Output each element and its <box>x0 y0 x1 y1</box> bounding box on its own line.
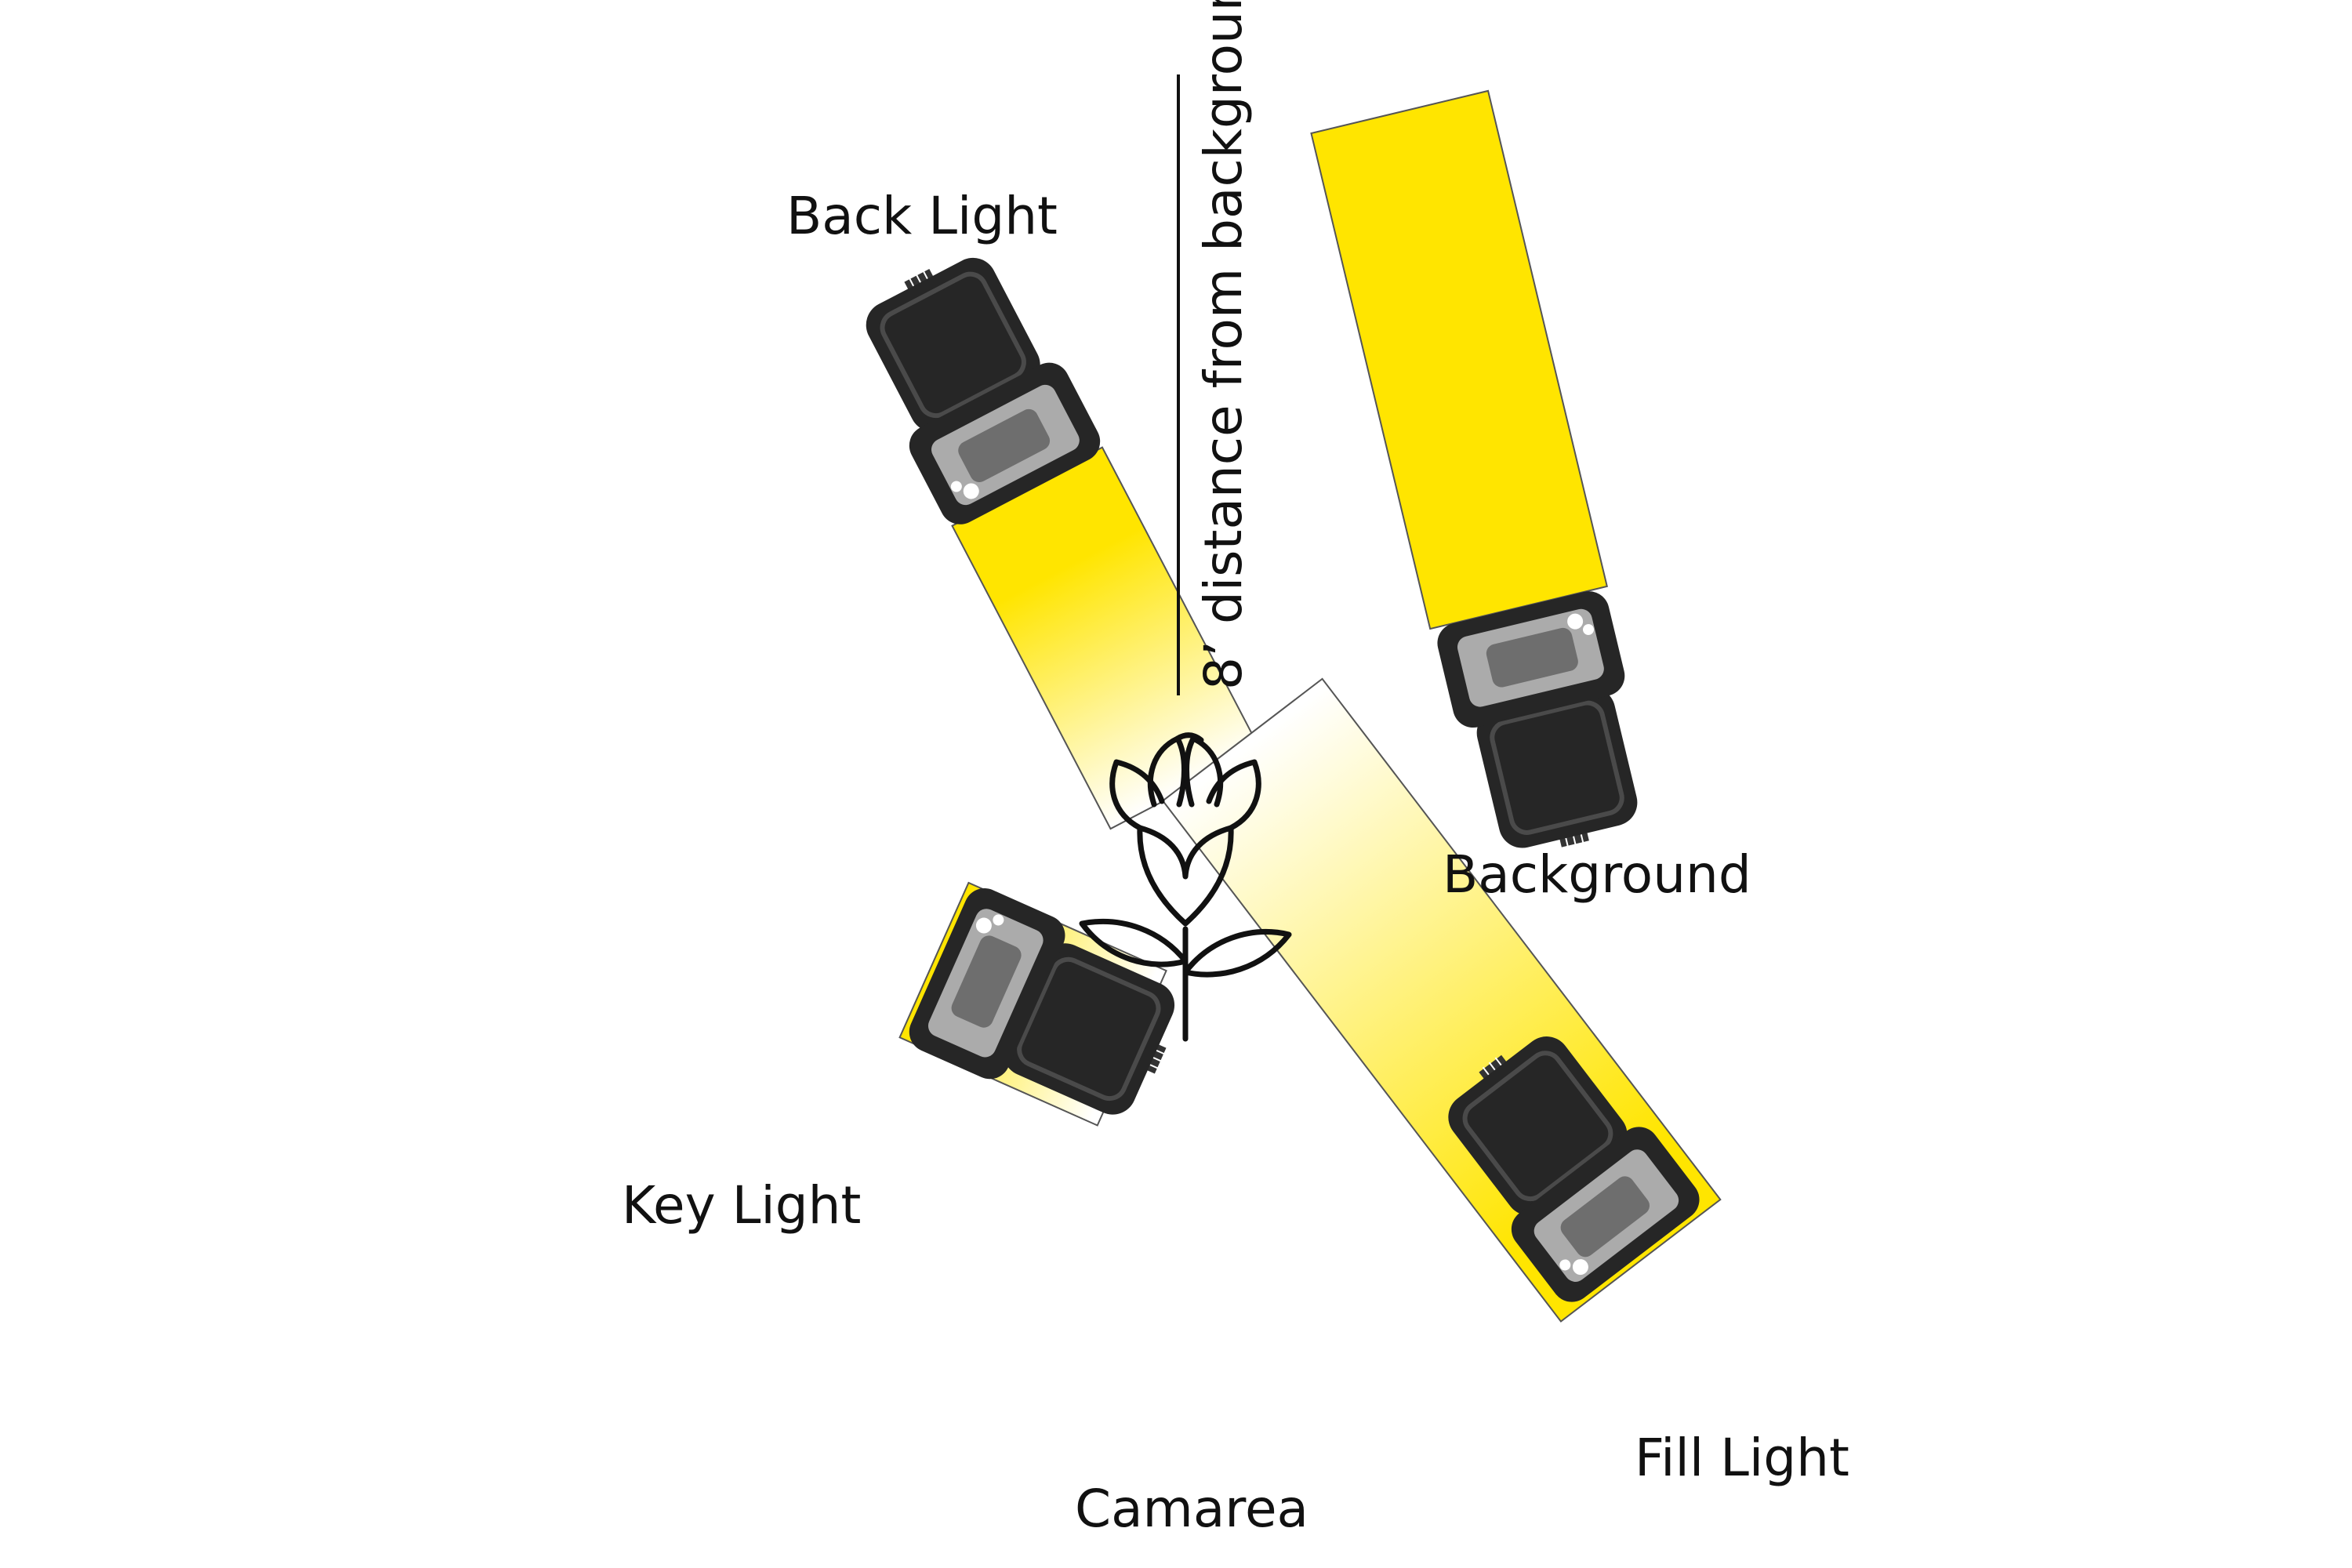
camera-label: Camarea <box>1075 1479 1308 1539</box>
back-light-label: Back Light <box>786 186 1058 246</box>
background-light-beam <box>1310 89 1609 630</box>
fill-light-label: Fill Light <box>1635 1428 1849 1488</box>
key-light-label: Key Light <box>622 1175 861 1236</box>
distance-label: 8’ distance from background <box>1193 0 1254 690</box>
background-light-icon <box>1433 587 1661 866</box>
background-label: Background <box>1443 844 1751 905</box>
